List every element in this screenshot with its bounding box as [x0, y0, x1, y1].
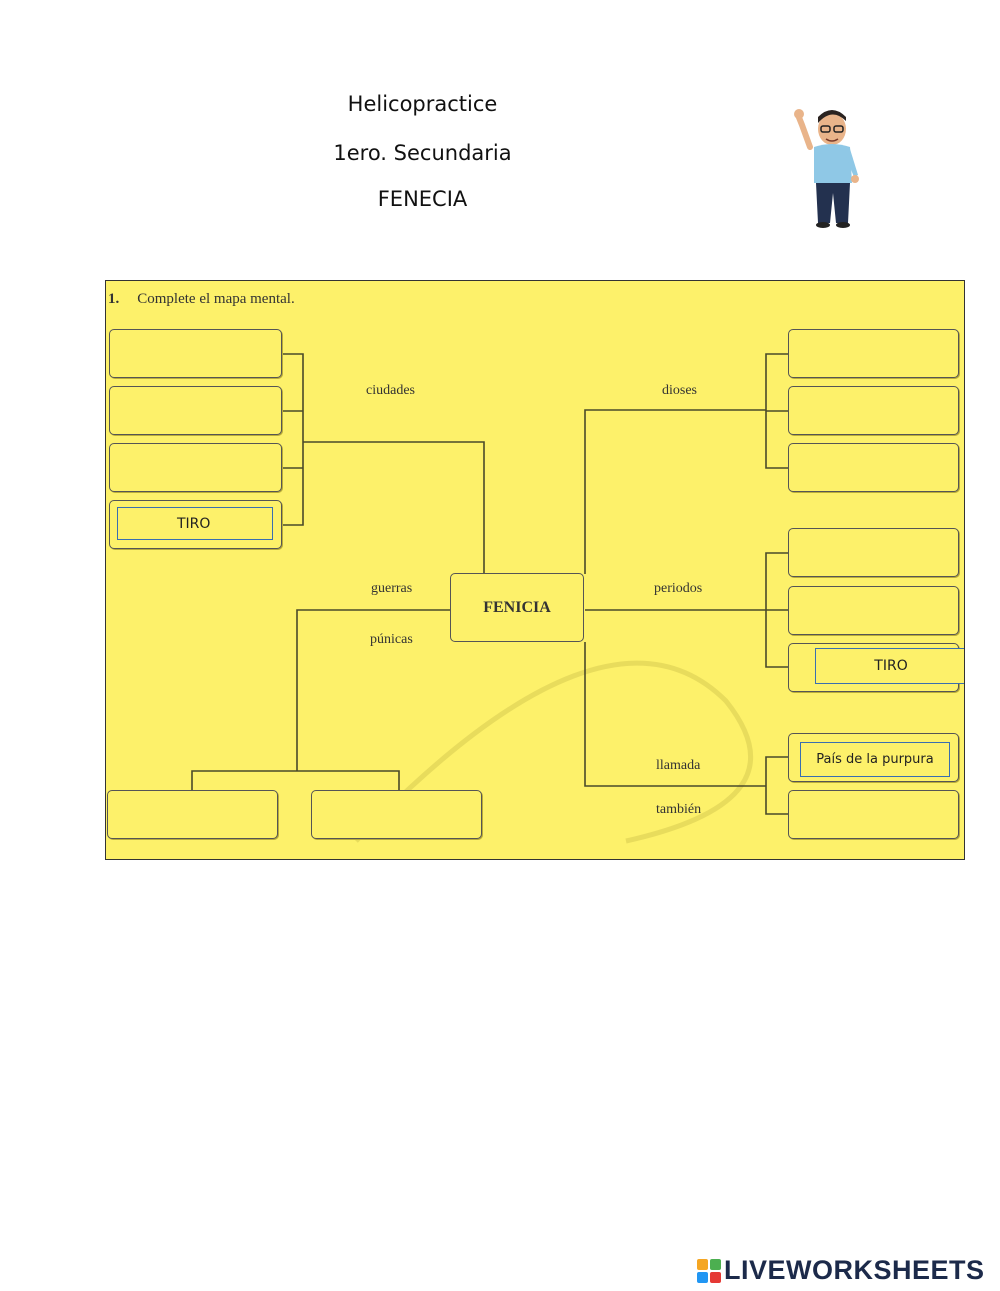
- label-llamada: llamada: [656, 758, 701, 773]
- brand-text: LIVEWORKSHEETS: [724, 1255, 985, 1285]
- label-ciudades: ciudades: [366, 383, 415, 398]
- ciudades-box-1: [109, 329, 282, 378]
- connector-lines: [191, 353, 788, 844]
- label-punicas: púnicas: [370, 632, 413, 647]
- llamada-answer-1[interactable]: País de la purpura: [800, 742, 950, 777]
- dioses-box-2: [788, 386, 959, 435]
- dioses-box-3: [788, 443, 959, 492]
- instruction: 1. Complete el mapa mental.: [108, 291, 295, 308]
- periodos-box-1: [788, 528, 959, 577]
- dioses-box-1: [788, 329, 959, 378]
- mind-map-panel: 1. Complete el mapa mental.: [105, 280, 965, 860]
- label-periodos: periodos: [654, 581, 703, 596]
- label-tambien: también: [656, 802, 702, 817]
- label-dioses: dioses: [662, 383, 697, 398]
- llamada-box-2: [788, 790, 959, 839]
- ciudades-answer-4[interactable]: TIRO: [117, 507, 273, 540]
- instruction-text: Complete el mapa mental.: [137, 291, 295, 307]
- worksheet-title: Helicopractice: [347, 92, 498, 116]
- center-node: FENICIA: [450, 573, 584, 642]
- periodos-box-2: [788, 586, 959, 635]
- instruction-number: 1.: [108, 291, 120, 307]
- label-guerras: guerras: [371, 581, 413, 596]
- liveworksheets-logo-icon: [697, 1258, 721, 1283]
- ciudades-box-2: [109, 386, 282, 435]
- teacher-avatar-icon: [794, 109, 859, 228]
- footer-brand: LIVEWORKSHEETS: [697, 1255, 985, 1286]
- guerras-box-1: [107, 790, 278, 839]
- periodos-answer-3[interactable]: TIRO: [815, 648, 964, 684]
- worksheet-grade: 1ero. Secundaria: [333, 141, 512, 165]
- ciudades-box-3: [109, 443, 282, 492]
- guerras-box-2: [311, 790, 482, 839]
- worksheet-topic: FENECIA: [377, 187, 468, 211]
